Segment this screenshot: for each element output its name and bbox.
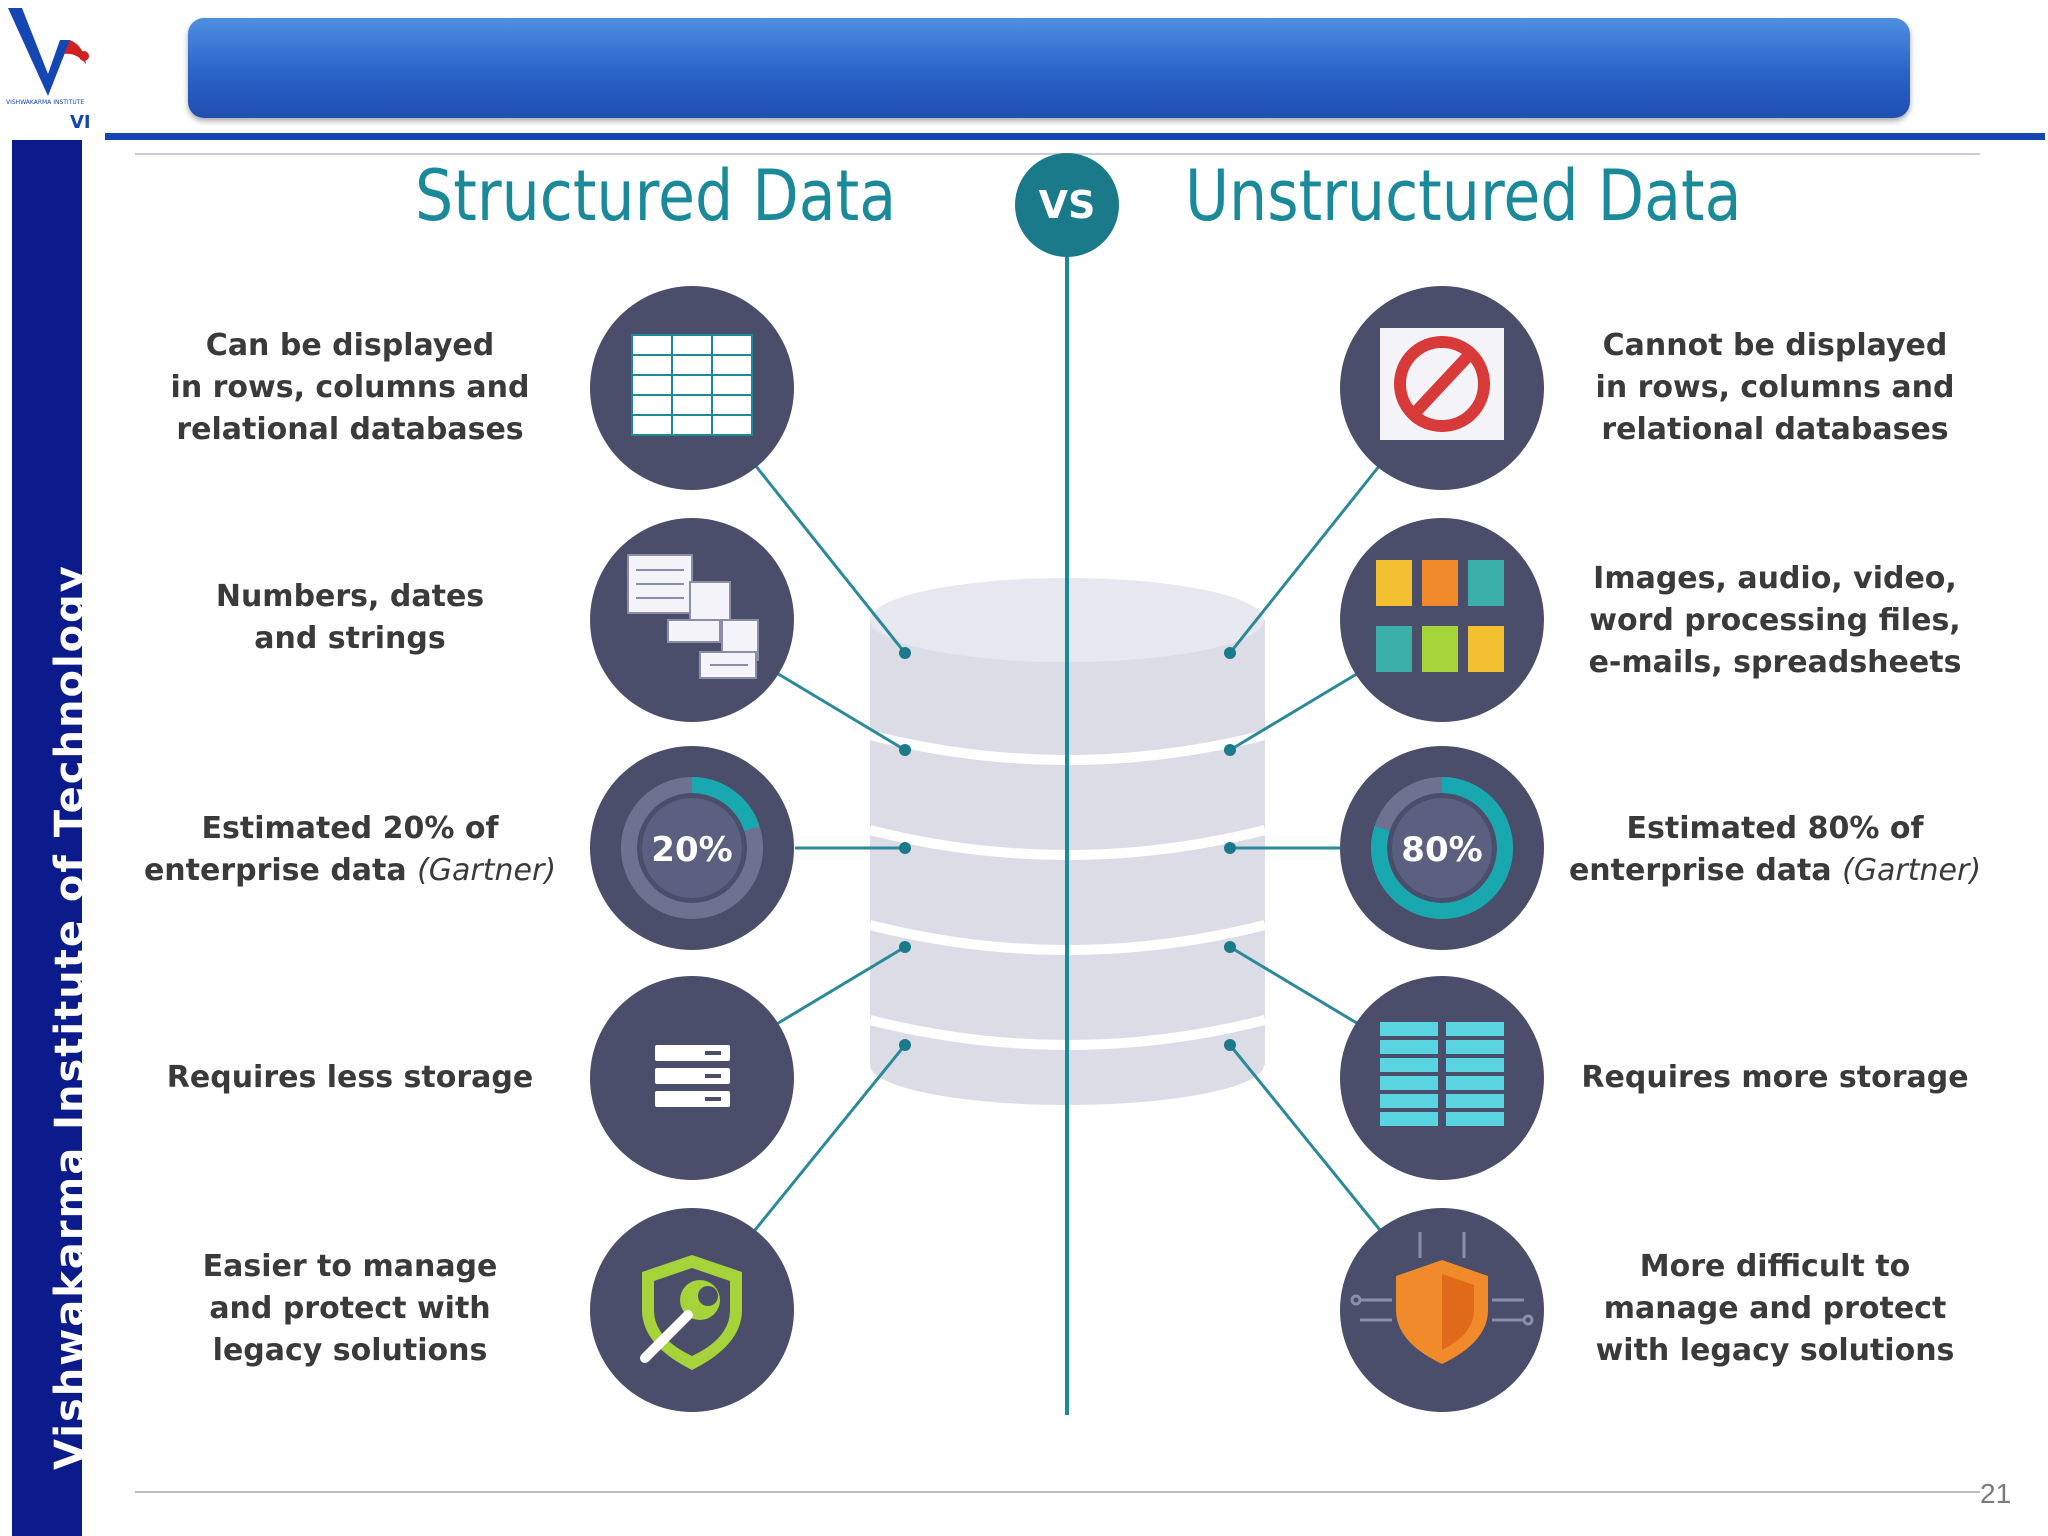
percent-ring-80: 80%: [1340, 746, 1544, 950]
files-icon: [1340, 518, 1544, 722]
right-label-5: More difficult to manage and protect wit…: [1595, 1249, 1955, 1368]
page-number: 21: [1980, 1478, 2012, 1509]
server-rack-icon: [1340, 976, 1544, 1180]
institute-logo: VISHWAKARMA INSTITUTE VI: [0, 0, 105, 135]
title-banner: [188, 18, 1910, 118]
left-connectors: [753, 464, 911, 1231]
right-label-3: Estimated 80% of enterprise data (Gartne…: [1568, 811, 1982, 888]
right-label-2: Images, audio, video, word processing fi…: [1588, 561, 1962, 680]
ring-80-label: 80%: [1401, 830, 1482, 870]
right-label-4: Requires more storage: [1581, 1060, 1969, 1095]
ring-20-label: 20%: [651, 830, 732, 870]
footer-rule: [135, 1491, 1980, 1493]
svg-text:VISHWAKARMA INSTITUTE: VISHWAKARMA INSTITUTE: [6, 99, 84, 106]
left-label-3: Estimated 20% of enterprise data (Gartne…: [143, 811, 557, 888]
structured-heading: Structured Data: [415, 155, 897, 237]
left-label-4: Requires less storage: [166, 1060, 534, 1095]
left-label-2: Numbers, dates and strings: [215, 579, 485, 656]
server-stack-icon: [590, 976, 794, 1180]
table-grid-icon: [590, 286, 794, 490]
right-label-1: Cannot be displayed in rows, columns and…: [1595, 328, 1955, 447]
vs-label: VS: [1039, 183, 1096, 227]
logo-text: VI: [70, 112, 91, 133]
right-connectors: [1224, 464, 1382, 1231]
documents-icon: [590, 518, 794, 722]
left-label-5: Easier to manage and protect with legacy…: [202, 1249, 498, 1368]
left-label-1: Can be displayed in rows, columns and re…: [170, 328, 530, 447]
sidebar-band: [12, 140, 82, 1536]
prohibited-table-icon: [1340, 286, 1544, 490]
shield-wrench-icon: [590, 1208, 794, 1412]
vs-badge: [1015, 153, 1119, 257]
top-rule: [105, 133, 2045, 140]
percent-ring-20: 20%: [590, 746, 794, 950]
unstructured-heading: Unstructured Data: [1185, 155, 1742, 237]
shield-circuit-icon: [1340, 1208, 1544, 1412]
